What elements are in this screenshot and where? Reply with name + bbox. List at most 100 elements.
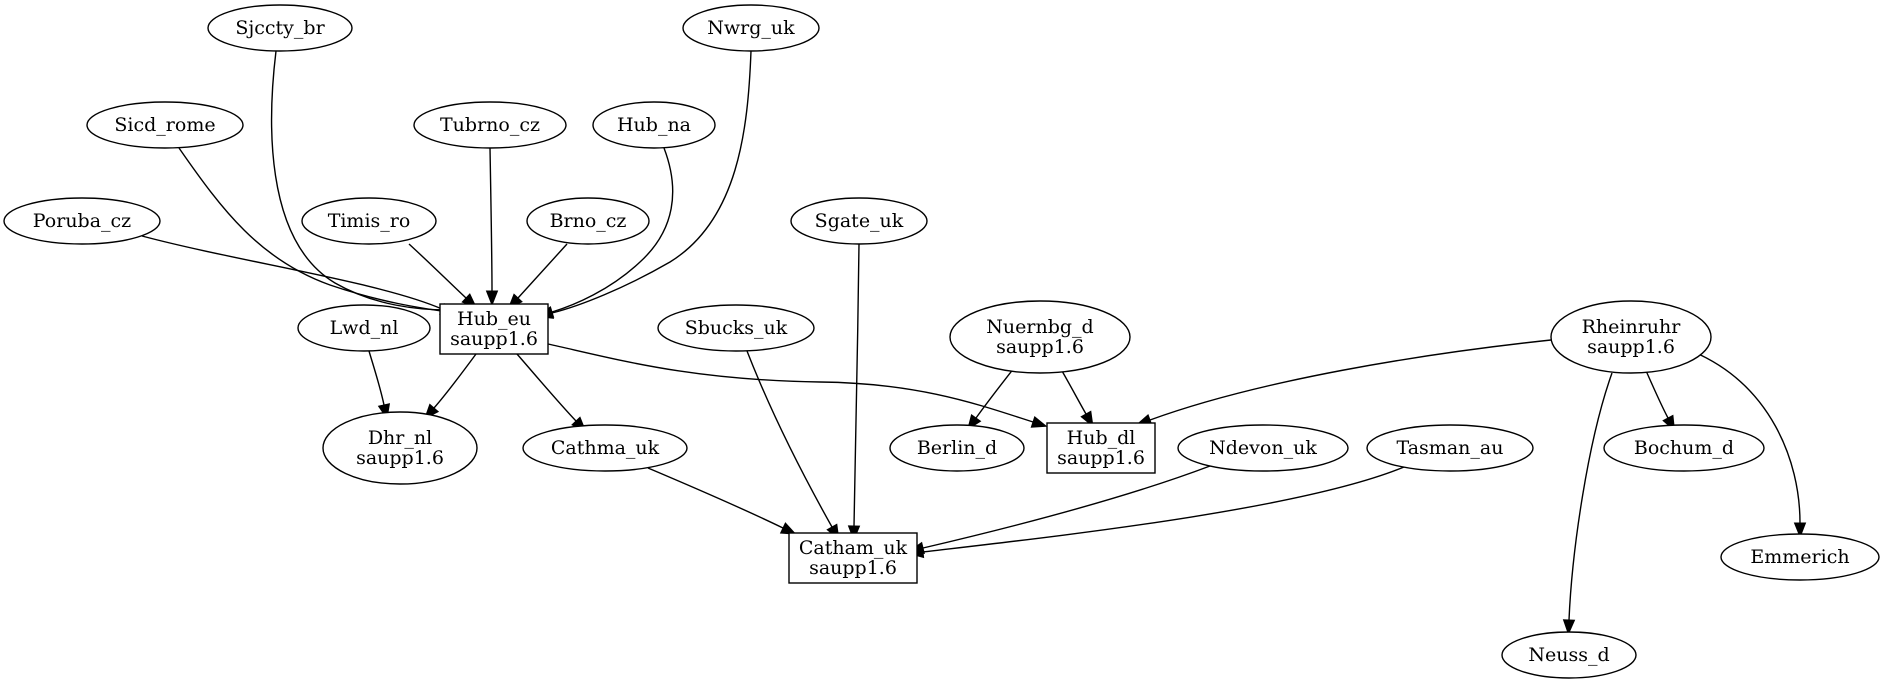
node-label: Hub_dl: [1067, 427, 1136, 449]
node-label: Cathma_uk: [551, 437, 660, 459]
node-berlin-d[interactable]: Berlin_d: [889, 424, 1025, 472]
node-label: Bochum_d: [1634, 437, 1734, 459]
edge-line: [1568, 372, 1613, 621]
node-label: Sjccty_br: [235, 17, 325, 39]
node-label: Tasman_au: [1397, 437, 1504, 459]
node-neuss-d[interactable]: Neuss_d: [1501, 631, 1637, 679]
edge-line: [746, 350, 833, 528]
node-label: Nuernbg_d: [986, 316, 1093, 338]
arrowhead: [1793, 522, 1807, 539]
node-ellipse: [1603, 424, 1765, 472]
node-timis-ro[interactable]: Timis_ro: [301, 197, 437, 245]
node-label: Ndevon_uk: [1209, 437, 1317, 459]
node-ellipse: [1177, 424, 1349, 472]
edge-line: [853, 243, 860, 527]
node-label: Catham_uk: [799, 537, 908, 559]
node-emmerich[interactable]: Emmerich: [1720, 533, 1880, 581]
node-ellipse: [301, 197, 437, 245]
node-label: Emmerich: [1750, 546, 1849, 568]
node-sjccty-br[interactable]: Sjccty_br: [207, 4, 353, 52]
edge-line: [489, 147, 493, 292]
node-cathma-uk[interactable]: Cathma_uk: [522, 424, 688, 472]
node-sicd-rome[interactable]: Sicd_rome: [86, 101, 244, 149]
edge-hub_eu-to-cathma_uk: [516, 353, 587, 433]
edge-line: [547, 343, 1034, 423]
node-ellipse: [790, 197, 928, 245]
node-ellipse: [1366, 424, 1534, 472]
node-sublabel: saupp1.6: [450, 328, 538, 350]
node-bochum-d[interactable]: Bochum_d: [1603, 424, 1765, 472]
node-ellipse: [949, 300, 1131, 374]
node-label: Hub_eu: [457, 308, 531, 330]
node-tasman-au[interactable]: Tasman_au: [1366, 424, 1534, 472]
node-sublabel: saupp1.6: [809, 557, 897, 579]
edge-line: [516, 353, 577, 422]
edge-line: [1149, 339, 1552, 421]
arrowhead: [485, 290, 499, 307]
edge-tasman_au-to-catham_uk: [907, 466, 1405, 559]
edge-line: [368, 350, 385, 406]
node-ellipse: [657, 304, 815, 352]
node-label: Poruba_cz: [33, 210, 131, 232]
node-label: Lwd_nl: [330, 317, 399, 339]
edge-line: [517, 243, 568, 299]
node-label: Hub_na: [617, 114, 691, 136]
arrowhead: [1030, 415, 1048, 428]
node-label: Sgate_uk: [815, 210, 904, 232]
edge-nuernbg_d-to-hub_dl: [1057, 363, 1094, 428]
node-brno-cz[interactable]: Brno_cz: [526, 197, 650, 245]
node-label: Brno_cz: [550, 210, 627, 232]
edge-line: [408, 243, 467, 299]
edge-ndevon_uk-to-catham_uk: [908, 465, 1211, 555]
edge-sgate_uk-to-catham_uk: [847, 243, 861, 542]
node-ndevon-uk[interactable]: Ndevon_uk: [1177, 424, 1349, 472]
node-sublabel: saupp1.6: [1587, 336, 1675, 358]
edge-line: [178, 147, 449, 313]
node-sgate-uk[interactable]: Sgate_uk: [790, 197, 928, 245]
edge-line: [551, 147, 674, 313]
node-ellipse: [207, 4, 353, 52]
node-ellipse: [1550, 300, 1712, 374]
edge-tubrno_cz-to-hub_eu: [485, 147, 499, 307]
edge-hub_eu-to-dhr_nl: [423, 353, 477, 420]
node-poruba-cz[interactable]: Poruba_cz: [3, 197, 161, 245]
node-nwrg-uk[interactable]: Nwrg_uk: [682, 4, 820, 52]
node-box: [788, 532, 918, 584]
node-ellipse: [86, 101, 244, 149]
node-ellipse: [592, 101, 716, 149]
node-ellipse: [3, 197, 161, 245]
node-sublabel: saupp1.6: [996, 336, 1084, 358]
node-label: Neuss_d: [1528, 644, 1609, 666]
node-label: Timis_ro: [328, 210, 411, 232]
node-ellipse: [526, 197, 650, 245]
node-sbucks-uk[interactable]: Sbucks_uk: [657, 304, 815, 352]
node-ellipse: [322, 411, 478, 485]
edge-rheinruhr-to-emmerich: [1693, 351, 1807, 539]
node-label: Nwrg_uk: [707, 17, 795, 39]
edge-line: [1693, 351, 1801, 524]
node-ellipse: [1501, 631, 1637, 679]
arrowhead: [1562, 619, 1576, 636]
node-lwd-nl[interactable]: Lwd_nl: [297, 304, 431, 352]
edge-poruba_cz-to-hub_eu: [141, 235, 457, 316]
node-label: Tubrno_cz: [440, 114, 540, 136]
node-ellipse: [522, 424, 688, 472]
edge-line: [647, 467, 784, 529]
node-ellipse: [682, 4, 820, 52]
node-ellipse: [1720, 533, 1880, 581]
edge-nuernbg_d-to-berlin_d: [967, 362, 1019, 431]
node-label: Sbucks_uk: [685, 317, 788, 339]
edge-line: [270, 50, 449, 311]
node-tubrno-cz[interactable]: Tubrno_cz: [413, 101, 567, 149]
node-hub-na[interactable]: Hub_na: [592, 101, 716, 149]
edge-line: [922, 466, 1405, 553]
node-box: [439, 303, 549, 355]
